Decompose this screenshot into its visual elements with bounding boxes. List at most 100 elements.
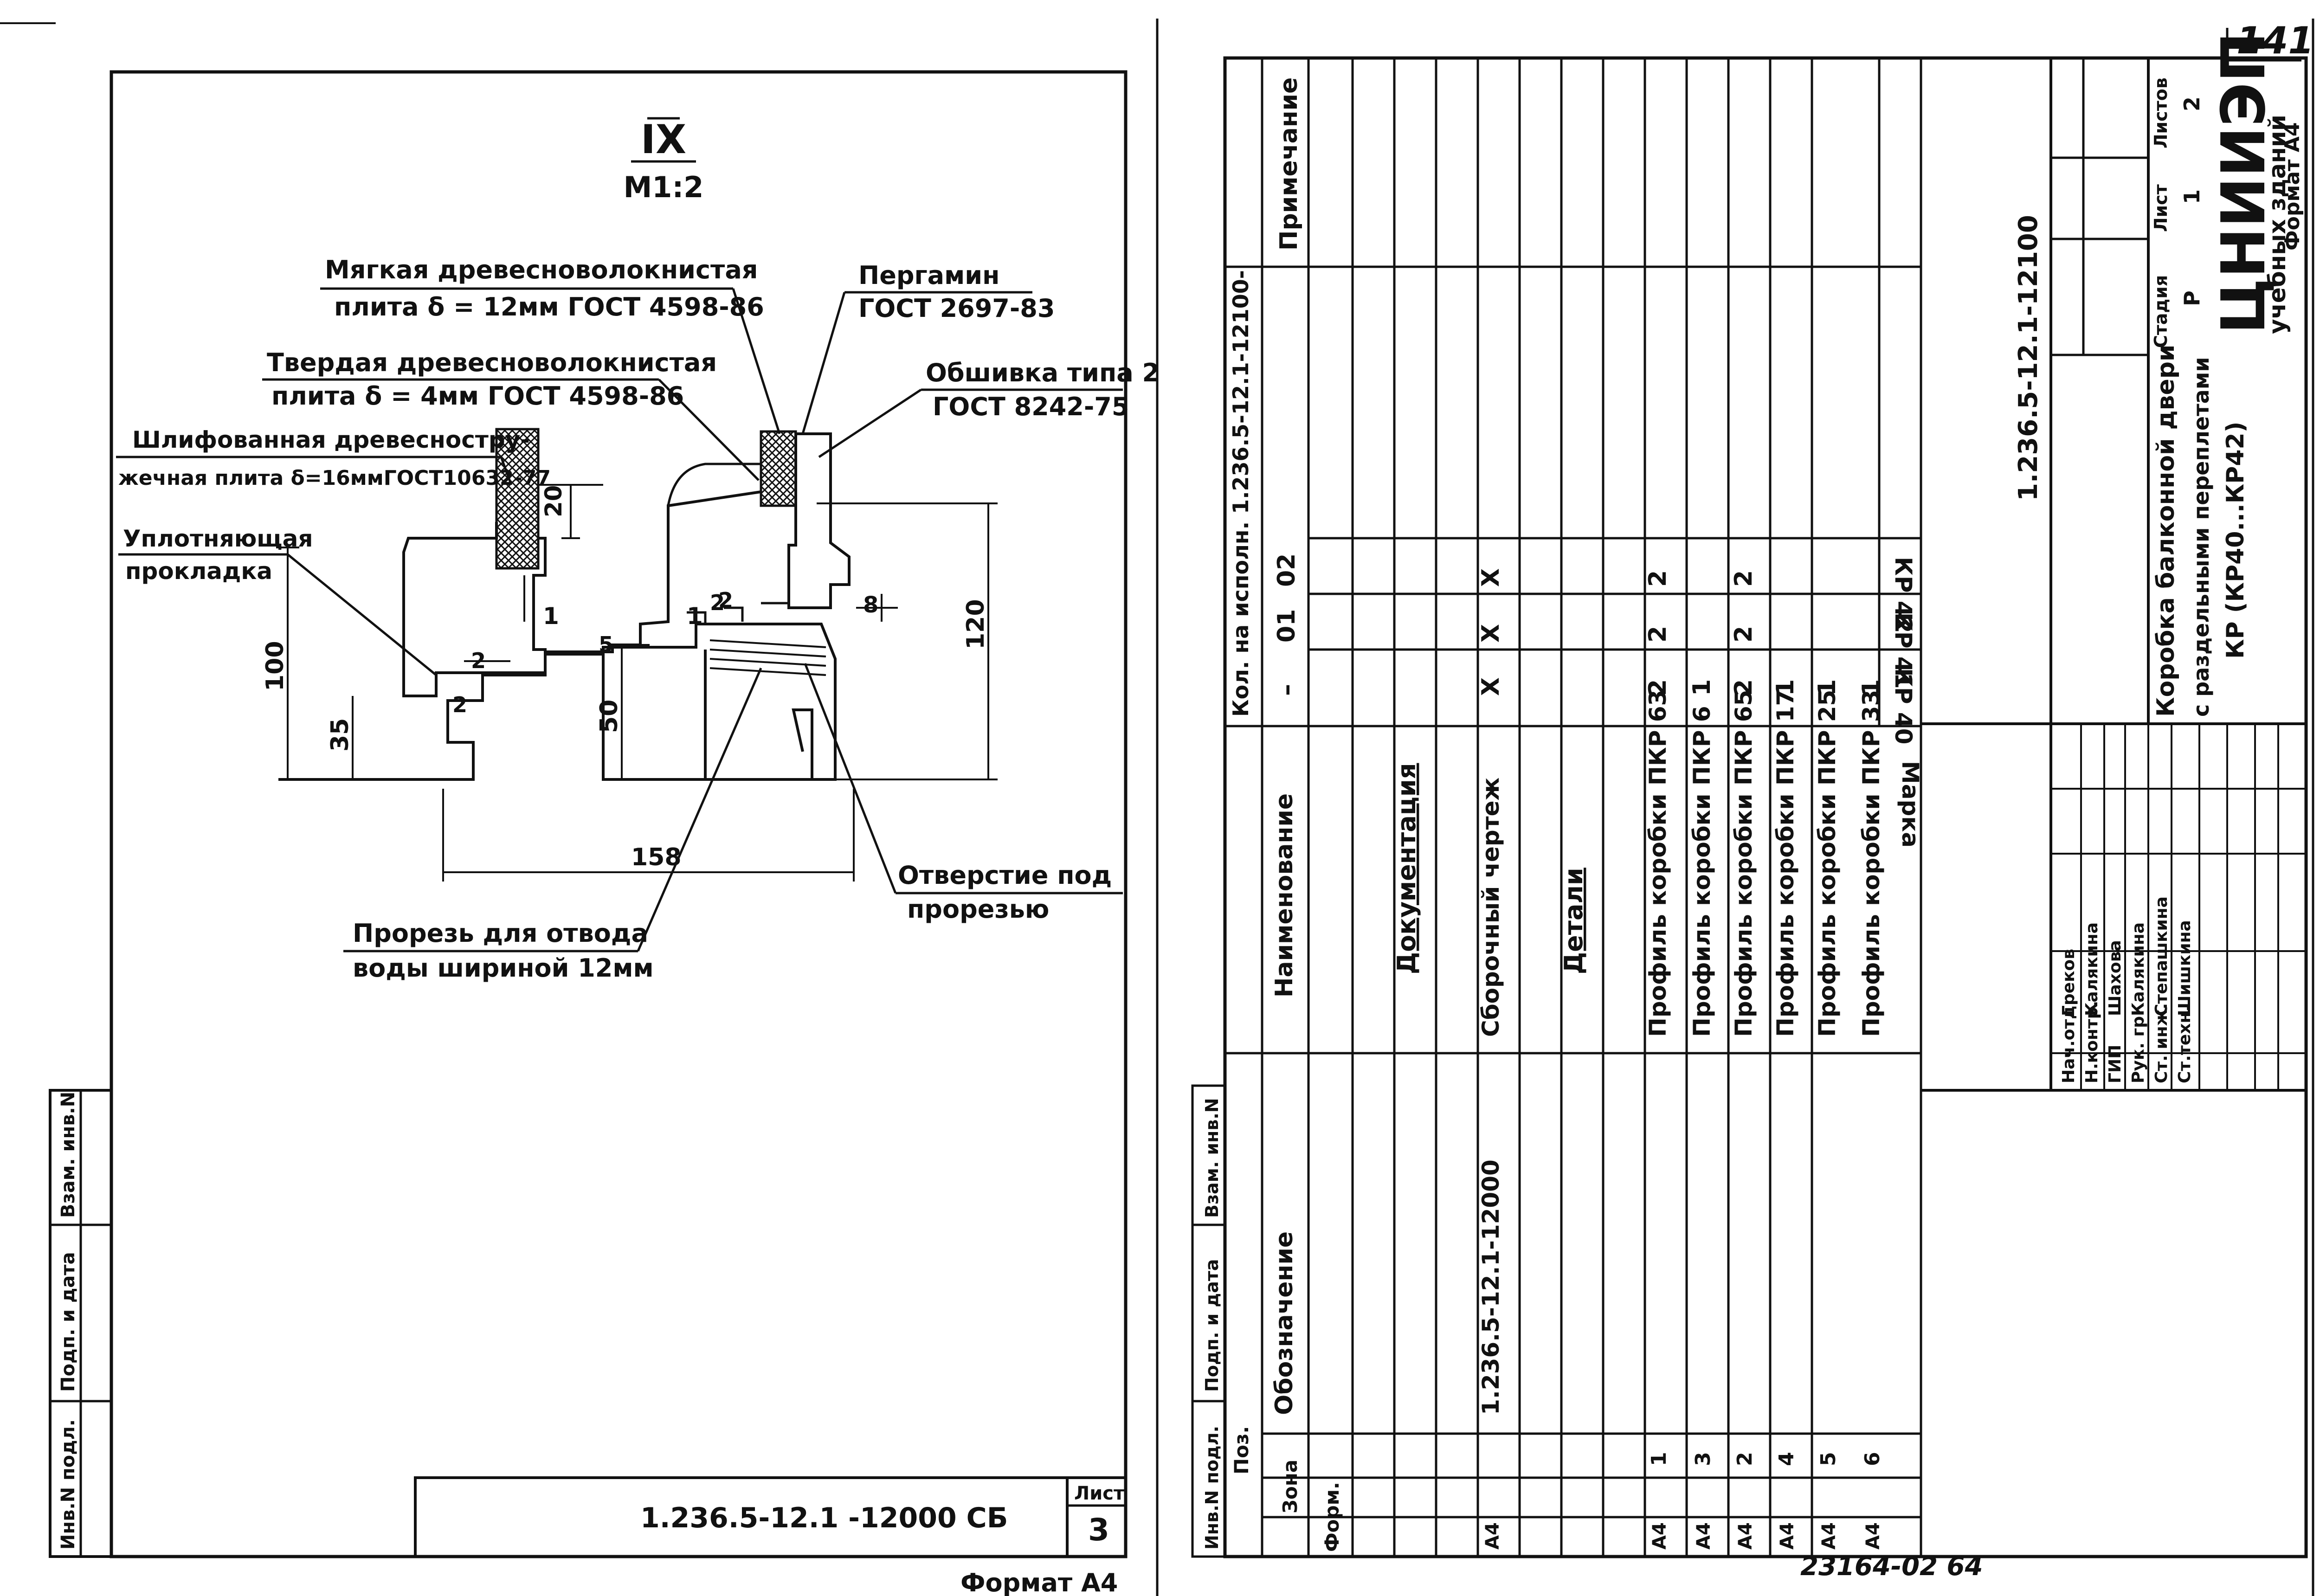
signer-name: Калякина	[2082, 922, 2101, 1016]
row-name: Профиль коробки ПКР 33	[1858, 690, 1885, 1037]
callout-soft-board-2: плита δ = 12мм ГОСТ 4598-86	[334, 292, 764, 322]
dim-1b: 1	[687, 603, 703, 630]
view-number: IX	[641, 116, 686, 163]
left-stamp-sheet-label: Лист	[1074, 1483, 1125, 1504]
row-qty: X	[1477, 624, 1505, 643]
right-side-label-sign: Подп. и дата	[1202, 1259, 1222, 1392]
signer-name: Греков	[2059, 949, 2078, 1016]
dim-2c: 2	[710, 590, 725, 615]
row-qty: 2	[1730, 626, 1758, 643]
right-title-texts: 1.236.5-12.1-12100 Коробка балконной две…	[2013, 32, 2304, 1083]
callout-hard-board-2: плита δ = 4мм ГОСТ 4598-86	[271, 381, 684, 411]
signer-role: Рук. гр.	[2129, 1010, 2148, 1083]
signer-name: Калякина	[2129, 922, 2148, 1016]
tb-sheet-label: Лист	[2151, 184, 2171, 232]
dim-120: 120	[962, 599, 990, 650]
dim-2a: 2	[471, 648, 486, 673]
right-title-block	[1921, 58, 2306, 1092]
tb-org-1: ЦНИИЭП	[2208, 32, 2279, 334]
row-format: А4	[1735, 1522, 1756, 1550]
center-sash-profile	[545, 490, 761, 653]
row-name: Профиль коробки ПКР 6	[1688, 706, 1715, 1037]
callout-drain-leader	[637, 668, 762, 952]
spec-frame	[1223, 56, 2308, 1558]
right-side-label-inv: Инв.N подл.	[1202, 1426, 1222, 1550]
right-side-label-replace: Взам. инв.N	[1202, 1098, 1222, 1218]
row-pos: 5	[1817, 1452, 1840, 1466]
signer-name: Шишкина	[2175, 920, 2194, 1016]
tb-title-1: Коробка балконной двери	[2152, 345, 2180, 717]
row-format: А4	[1862, 1522, 1884, 1550]
row-pos: 2	[1733, 1452, 1757, 1466]
callout-pergamin-1: Пергамин	[858, 261, 999, 290]
tb-title-2: с раздельными переплетами	[2189, 357, 2214, 717]
sheathing-panel	[787, 432, 851, 609]
callout-drain-1: Прорезь для отвода	[353, 919, 648, 948]
row-qty: 1	[1772, 679, 1799, 696]
row-name: Профиль коробки ПКР 25	[1814, 690, 1841, 1037]
tb-org-2: учебных зданий	[2264, 115, 2291, 334]
right-side-stamp: Инв.N подл. Подп. и дата Взам. инв.N	[1192, 1098, 1225, 1550]
signer-role: Ст. инж.	[2152, 1003, 2171, 1083]
callout-sheathing-1: Обшивка типа 2	[926, 358, 1160, 387]
frame-section-drawing	[278, 428, 851, 781]
bottom-note: 23164-02 64	[1800, 1551, 1983, 1582]
left-side-stamp: Инв.N подл. Подп. и дата Взам. инв.N	[49, 1089, 113, 1558]
callout-soft-board-1: Мягкая древесноволокнистая	[325, 255, 758, 284]
signer-role: Ст.техн.	[2175, 1005, 2194, 1083]
signer-role: Нач.отд.	[2059, 999, 2078, 1083]
callout-hard-board-1: Твердая древесноволокнистая	[267, 348, 717, 377]
left-title-stamp: 1.236.5-12.1 -12000 СБ Лист 3 Формат А4	[414, 1476, 1127, 1596]
row-qty: X	[1477, 677, 1505, 696]
page-number: 141	[2236, 19, 2314, 62]
signers: Нач.отд.ГрековН.контр.КалякинаГИПШаховаР…	[2059, 896, 2194, 1083]
side-label-sign: Подп. и дата	[58, 1252, 79, 1392]
view-title: IX М1:2	[624, 116, 704, 204]
row-section-title: Детали	[1559, 868, 1588, 974]
tb-sheet: 1	[2179, 189, 2204, 204]
callout-chipboard-2: жечная плита δ=16ммГОСТ10632-77	[118, 466, 551, 490]
dim-5: 5	[599, 632, 613, 657]
dimensions	[276, 484, 998, 882]
row-name: Профиль коробки ПКР 65	[1730, 690, 1757, 1037]
row-format: А4	[1693, 1522, 1714, 1550]
tb-format: Формат А4	[2281, 122, 2304, 251]
header-designation: Обозначение	[1270, 1231, 1298, 1415]
marka-block: Марка КР 40 КР 41 КР 42	[1890, 557, 1924, 848]
row-format: А4	[1818, 1522, 1840, 1550]
tb-sheets-label: Листов	[2151, 77, 2171, 148]
dim-35: 35	[326, 718, 354, 752]
dim-158: 158	[631, 843, 682, 871]
header-qty-02: 02	[1273, 553, 1301, 587]
callout-sheathing-2: ГОСТ 8242-75	[933, 392, 1129, 421]
tb-sheets: 2	[2179, 97, 2204, 111]
callouts: Мягкая древесноволокнистая плита δ = 12м…	[116, 255, 1160, 983]
dim-2d: 2	[718, 588, 733, 613]
right-side-stamp-frame	[1191, 1084, 1226, 1558]
left-sheet: IX М1:2 Мягкая древесноволокнистая плита…	[49, 70, 1160, 1596]
callout-pergamin-2: ГОСТ 2697-83	[858, 294, 1055, 323]
side-label-inv: Инв.N подл.	[58, 1419, 79, 1550]
callout-pergamin-leader	[801, 292, 846, 434]
callout-hole-2: прорезью	[907, 895, 1049, 924]
callout-hole-1: Отверстие под	[898, 861, 1112, 890]
callout-soft-board-leader	[732, 288, 781, 434]
row-designation: 1.236.5-12.1-12000	[1477, 1159, 1504, 1415]
dim-2b: 2	[452, 692, 467, 717]
header-qty-title: Кол. на исполн. 1.236.5-12.1-12100-	[1228, 270, 1253, 717]
row-name: Профиль коробки ПКР 17	[1772, 690, 1799, 1037]
left-format-label: Формат А4	[960, 1568, 1118, 1596]
left-sash-profile	[402, 522, 547, 697]
marka-kr42: КР 42	[1890, 557, 1917, 633]
callout-chipboard-1: Шлифованная древесностру-	[132, 426, 530, 453]
row-qty: 2	[1644, 626, 1672, 643]
sash-curve	[667, 463, 761, 506]
tb-title-3: КР (КР40...КР42)	[2222, 422, 2249, 659]
row-qty: 1	[1857, 679, 1885, 696]
dim-1a: 1	[543, 603, 559, 630]
row-name: Сборочный чертеж	[1477, 777, 1504, 1037]
sill-hatch	[709, 639, 826, 676]
row-section-title: Документация	[1392, 763, 1421, 974]
